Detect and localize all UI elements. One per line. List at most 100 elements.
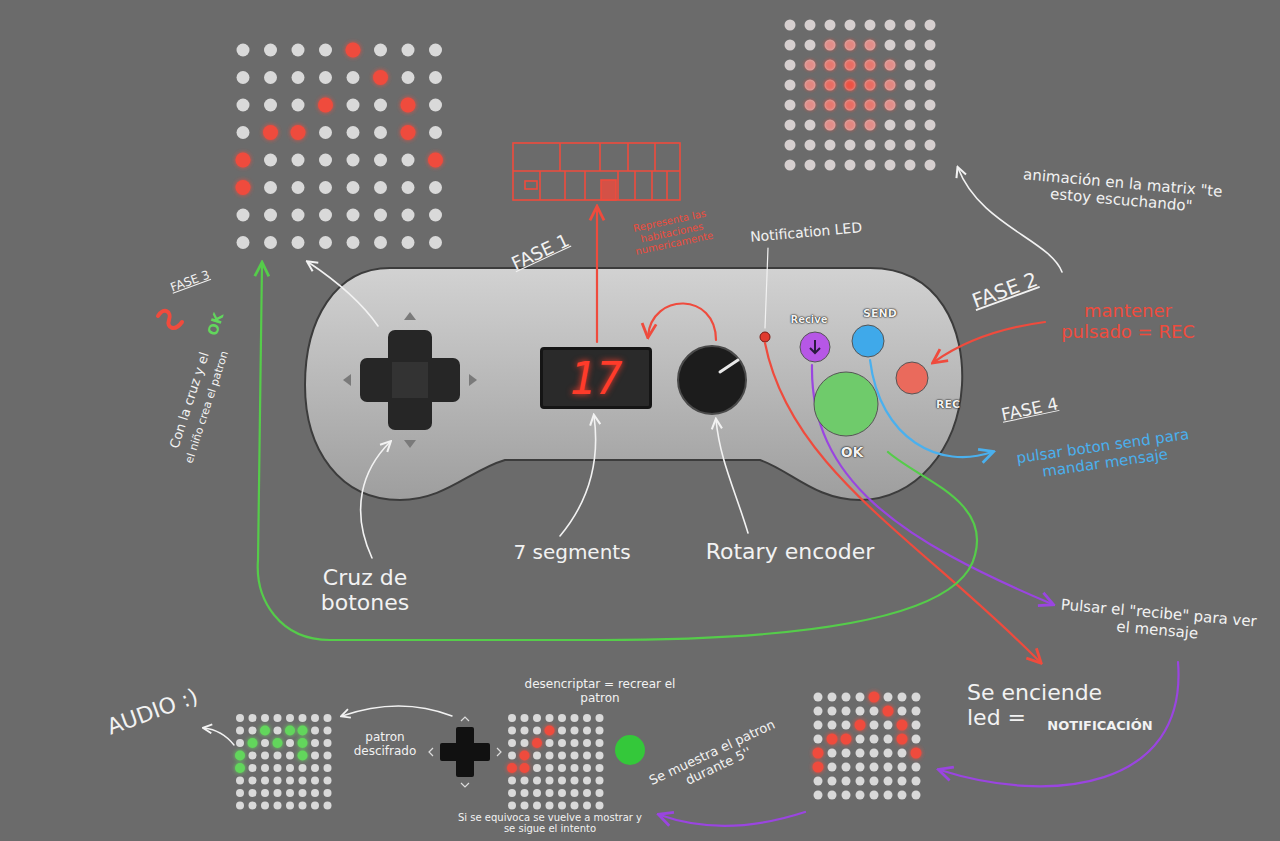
led-dot	[905, 100, 916, 111]
led-dot	[558, 764, 566, 772]
drawing-part	[469, 374, 477, 386]
led-dot	[805, 60, 816, 71]
receive-arrow	[812, 365, 1052, 604]
drawing-part	[388, 330, 432, 430]
led-dot	[583, 752, 591, 760]
led-dot	[546, 714, 554, 722]
drawing-part	[404, 440, 416, 448]
led-matrix	[507, 714, 604, 810]
led-dot	[292, 181, 305, 194]
led-dot	[311, 802, 319, 810]
button-circle	[800, 332, 830, 362]
led-dot	[828, 707, 837, 716]
led-dot	[533, 752, 541, 760]
led-dot	[842, 777, 851, 786]
led-dot	[429, 209, 442, 222]
led-dot	[264, 71, 277, 84]
led-dot-lit	[248, 738, 258, 748]
annotation: Representa las habitaciones numericament…	[602, 201, 742, 263]
led-dot	[845, 40, 856, 51]
led-dot	[236, 789, 244, 797]
led-dot	[347, 236, 360, 249]
led-dot	[925, 20, 936, 31]
led-dot	[885, 100, 896, 111]
led-dot-lit	[236, 180, 251, 195]
led-dot-lit	[884, 79, 896, 91]
led-dot	[299, 764, 307, 772]
led-dot	[237, 71, 250, 84]
led-dot	[347, 181, 360, 194]
gamepad-body	[305, 268, 962, 500]
led-dot	[292, 71, 305, 84]
led-dot-lit	[813, 748, 824, 759]
phase3-loop	[258, 264, 977, 640]
d-pad	[343, 312, 477, 448]
led-dot	[885, 160, 896, 171]
led-dot	[311, 789, 319, 797]
drawing-part	[404, 312, 416, 320]
led-dot	[521, 727, 529, 735]
led-dot	[521, 739, 529, 747]
led-dot	[884, 777, 893, 786]
led-dot	[274, 777, 282, 785]
led-dot	[925, 140, 936, 151]
led-dot-lit	[824, 119, 836, 131]
led-dot	[264, 154, 277, 167]
led-dot-lit	[263, 125, 278, 140]
led-dot-lit	[827, 734, 838, 745]
led-dot	[374, 181, 387, 194]
button-label: Recive	[790, 314, 827, 325]
led-dot	[583, 802, 591, 810]
part-label: Cruz de botones	[300, 565, 430, 616]
led-dot	[856, 749, 865, 758]
led-dot	[828, 777, 837, 786]
led-dot	[856, 763, 865, 772]
led-dot-lit	[911, 748, 922, 759]
led-dot	[925, 100, 936, 111]
led-dot	[508, 802, 516, 810]
led-dot-lit	[401, 125, 416, 140]
led-dot-lit	[824, 39, 836, 51]
led-dot	[898, 791, 907, 800]
led-dot	[583, 789, 591, 797]
led-dot-lit	[298, 726, 308, 736]
led-dot	[865, 120, 876, 131]
led-dot	[785, 80, 796, 91]
led-dot	[596, 764, 604, 772]
led-dot	[402, 44, 415, 57]
led-dot	[571, 727, 579, 735]
led-dot	[912, 721, 921, 730]
led-dot-lit	[298, 751, 308, 761]
drawing-part	[601, 180, 616, 200]
led-dot	[402, 236, 415, 249]
led-dot	[845, 120, 856, 131]
led-dot	[583, 764, 591, 772]
led-dot-lit	[804, 79, 816, 91]
led-dot	[856, 791, 865, 800]
led-leader	[765, 248, 768, 328]
led-dot	[884, 749, 893, 758]
led-dot	[571, 777, 579, 785]
led-dot	[870, 707, 879, 716]
drawing-part	[651, 171, 653, 200]
led-dot	[374, 154, 387, 167]
drawing-part	[559, 143, 561, 171]
led-dot	[845, 100, 856, 111]
led-dot	[905, 40, 916, 51]
led-dot	[898, 707, 907, 716]
decoded-arrow	[342, 706, 452, 716]
drawing-part	[429, 748, 433, 756]
led-dot-lit	[897, 720, 908, 731]
led-dot	[521, 714, 529, 722]
led-dot	[865, 140, 876, 151]
squiggle	[158, 311, 182, 328]
led-dot	[249, 714, 257, 722]
led-dot	[264, 99, 277, 112]
seven-segment-display: 17	[540, 347, 652, 409]
led-dot	[925, 80, 936, 91]
led-dot	[508, 777, 516, 785]
gamepad-button: OK	[813, 371, 879, 437]
led-dot	[828, 721, 837, 730]
led-dot	[805, 40, 816, 51]
drawing-part	[525, 181, 537, 189]
